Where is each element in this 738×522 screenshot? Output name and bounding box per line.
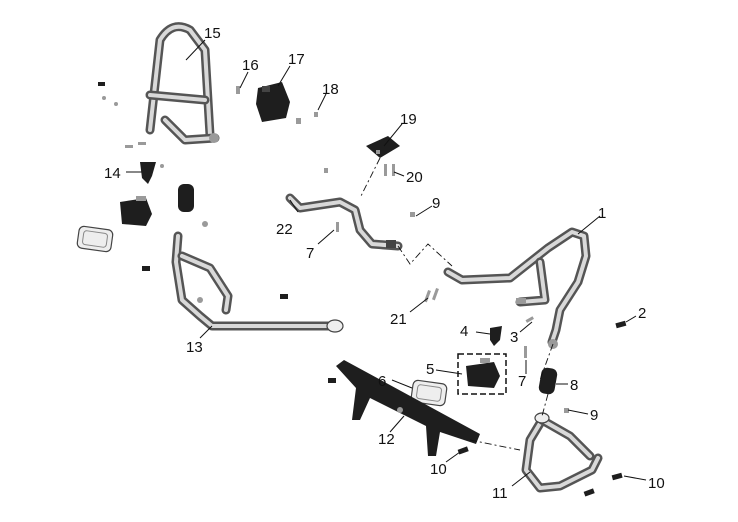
screws-top-left — [98, 82, 318, 148]
callout-1: 1 — [598, 205, 606, 222]
callout-5: 5 — [426, 361, 434, 378]
callout-9-upper: 9 — [432, 195, 440, 212]
screws-21 — [424, 288, 439, 303]
left-aux-light — [120, 196, 152, 226]
callout-10-right: 10 — [648, 475, 665, 492]
left-light-frame — [76, 225, 114, 253]
bushing-left — [178, 184, 208, 227]
bolt-left — [142, 266, 150, 271]
callout-10-mid: 10 — [430, 461, 447, 478]
part-15-upper-guard — [145, 22, 220, 145]
screw-9-lower — [564, 408, 569, 413]
callout-18: 18 — [322, 81, 339, 98]
callout-8: 8 — [570, 377, 578, 394]
screw-upper-mid — [324, 168, 328, 173]
part-12-lower-bracket — [328, 360, 480, 456]
callout-7-upper: 7 — [306, 245, 314, 262]
part-6-light-frame — [410, 379, 448, 407]
callout-14: 14 — [104, 165, 121, 182]
part-5-aux-light — [457, 353, 507, 395]
part-4-bracket — [490, 326, 502, 346]
center-lines — [359, 157, 554, 451]
bolt-mid — [280, 294, 288, 299]
screw-3 — [525, 316, 534, 323]
callout-2: 2 — [638, 305, 646, 322]
leader-lines — [126, 39, 647, 487]
callout-17: 17 — [288, 51, 305, 68]
callout-15: 15 — [204, 25, 221, 42]
part-13-lower-crash-bar — [171, 231, 344, 333]
callout-4: 4 — [460, 323, 468, 340]
part-22-cross-tube — [285, 193, 403, 251]
callout-6: 6 — [378, 373, 386, 390]
part-14-small-bracket — [140, 162, 164, 184]
callout-16: 16 — [242, 57, 259, 74]
bolt-10-mid — [457, 446, 469, 455]
callout-22: 22 — [276, 221, 293, 238]
callout-7-lower: 7 — [518, 373, 526, 390]
part-17-bracket — [256, 82, 290, 122]
callout-9-lower: 9 — [590, 407, 598, 424]
callout-11: 11 — [492, 485, 508, 502]
callout-19: 19 — [400, 111, 417, 128]
callout-labels: 15 16 17 18 14 19 20 9 1 22 7 21 4 3 2 5… — [104, 25, 665, 502]
screw-7-upper — [336, 222, 339, 232]
screw-9-upper — [410, 212, 415, 217]
screw-7-lower — [524, 346, 527, 358]
part-19-plate — [366, 136, 400, 158]
callout-21: 21 — [390, 311, 407, 328]
callout-13: 13 — [186, 339, 203, 356]
part-8-bushing — [538, 367, 558, 395]
callout-3: 3 — [510, 329, 518, 346]
callout-12: 12 — [378, 431, 395, 448]
screws-20 — [384, 164, 395, 176]
part-11-lower-guard — [521, 412, 603, 497]
bolt-2 — [615, 320, 627, 329]
bolt-10-right — [611, 472, 623, 481]
callout-20: 20 — [406, 169, 423, 186]
